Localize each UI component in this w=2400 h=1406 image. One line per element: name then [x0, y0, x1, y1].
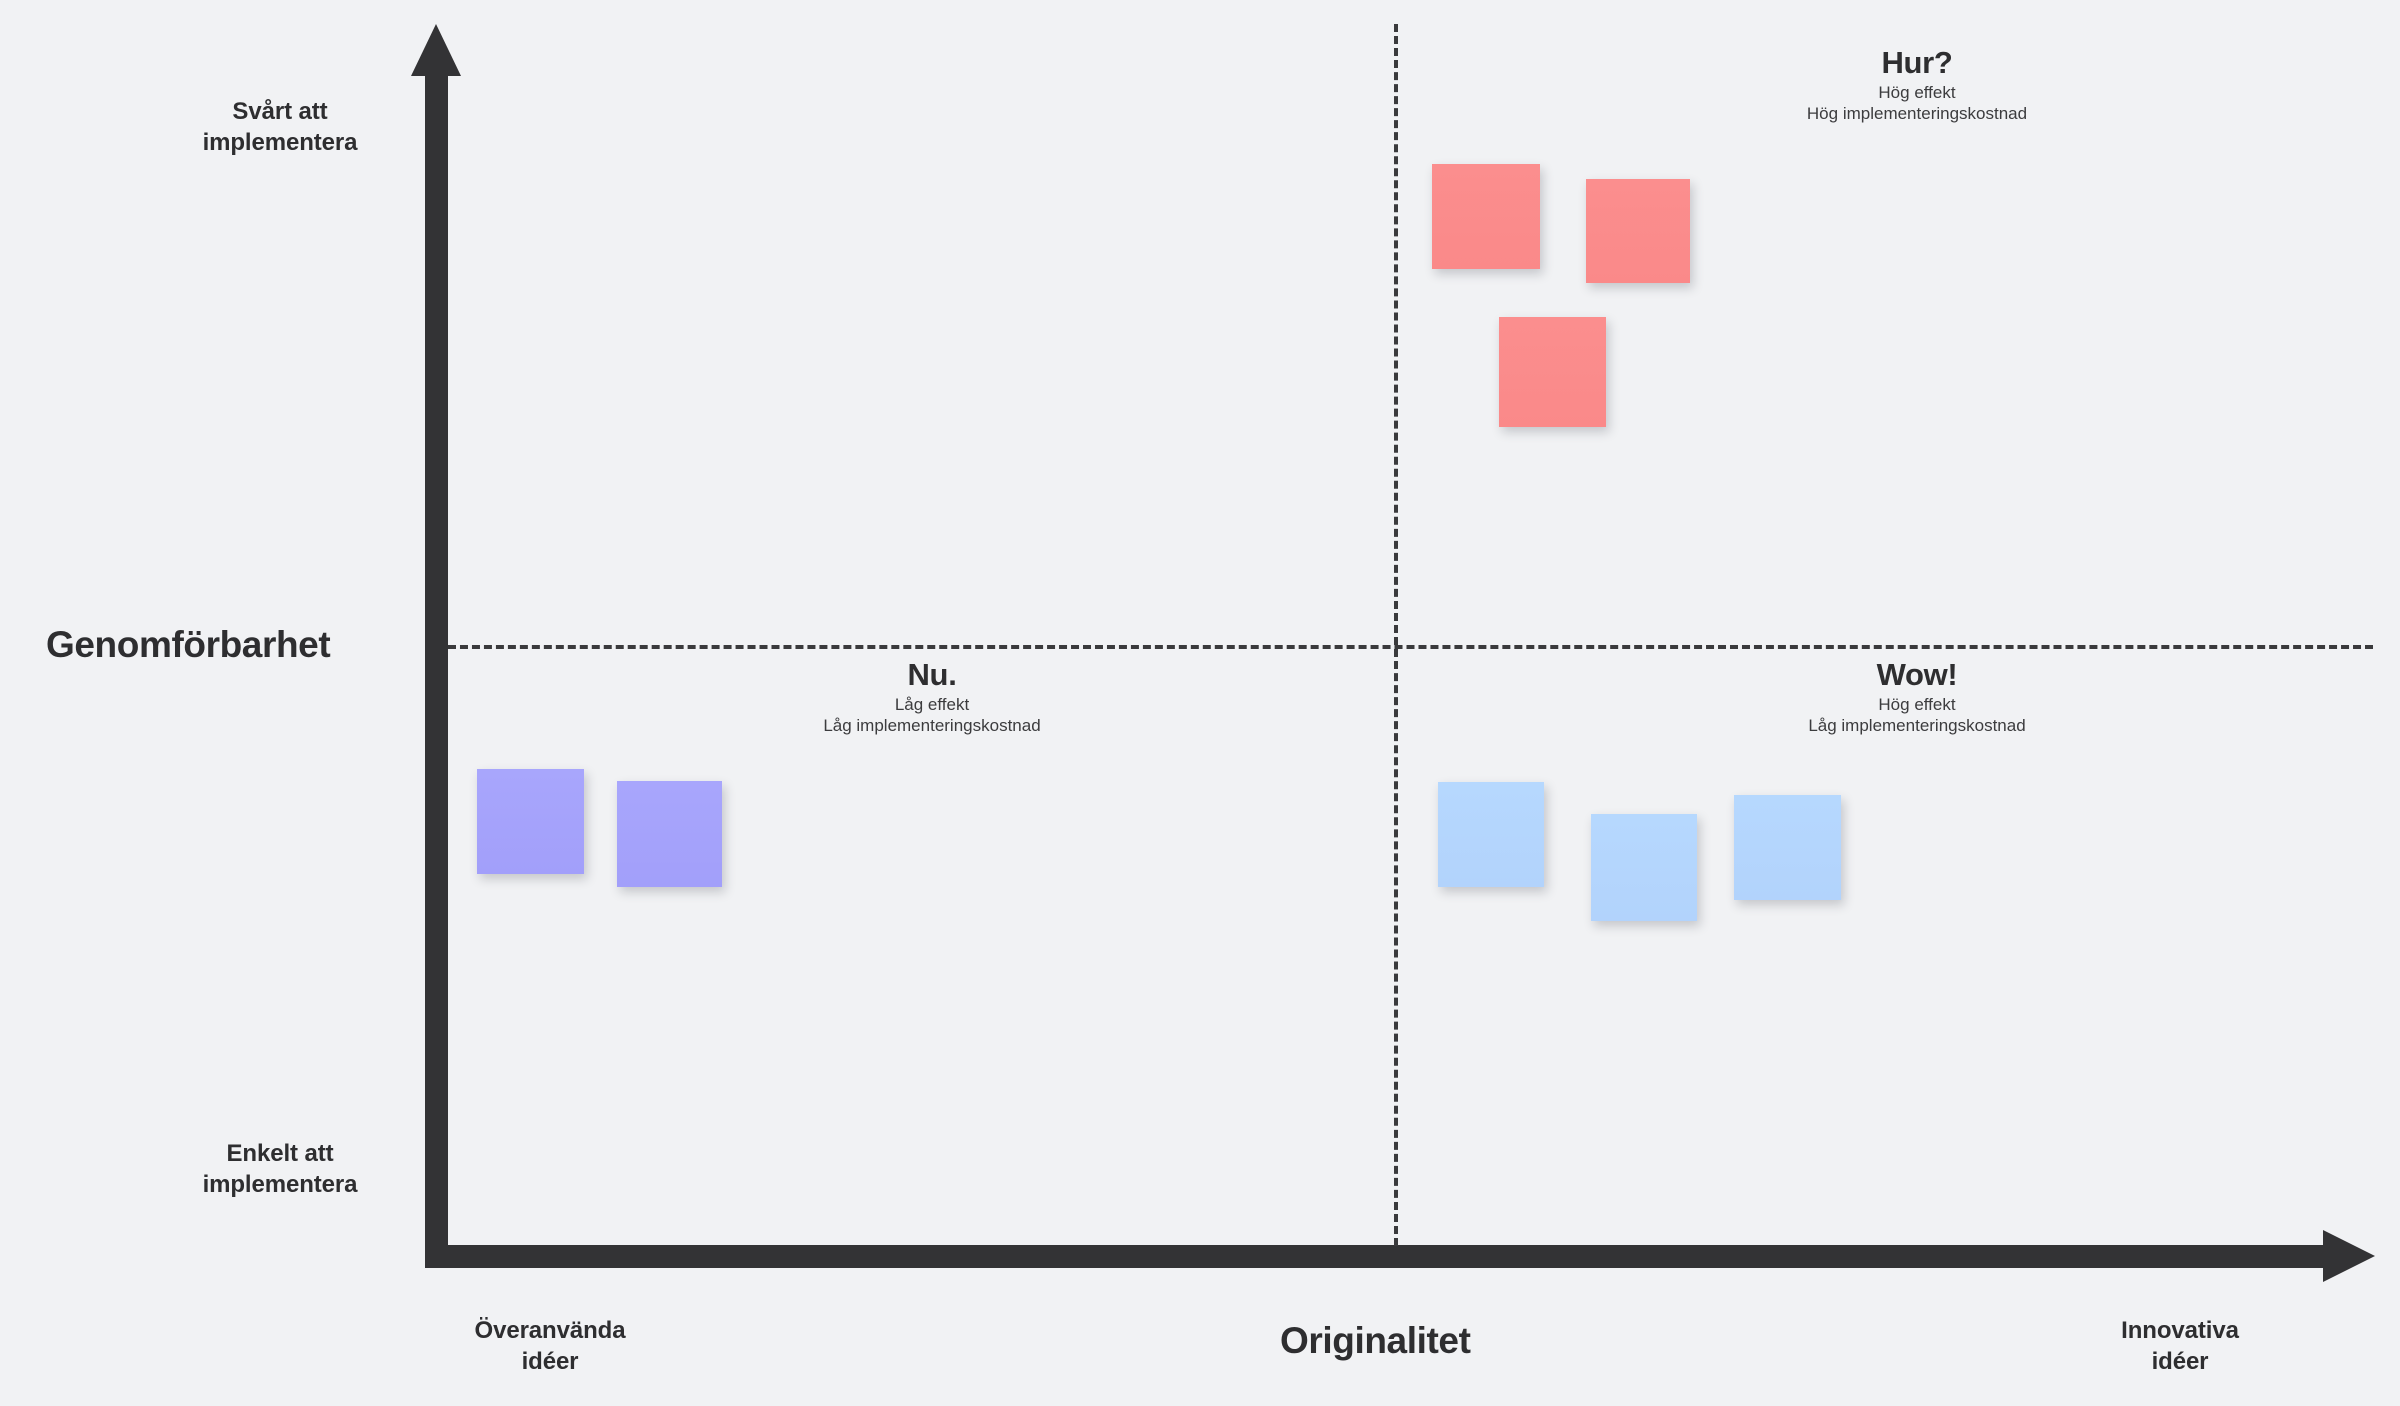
horizontal-quadrant-divider	[448, 645, 2373, 649]
sticky-note[interactable]	[1591, 814, 1697, 921]
sticky-note[interactable]	[1438, 782, 1544, 887]
x-axis-end-caption-line1: Innovativa	[2121, 1317, 2239, 1344]
x-axis-start-caption: Överanvända idéer	[430, 1315, 670, 1377]
quadrant-sub2-wow: Låg implementeringskostnad	[1808, 716, 2026, 735]
arrow-right-icon	[2323, 1230, 2375, 1282]
quadrant-title-nu: Nu.	[907, 657, 957, 692]
sticky-note[interactable]	[1586, 179, 1690, 283]
x-axis-start-caption-line1: Överanvända	[474, 1317, 626, 1344]
quadrant-sub2-nu: Låg implementeringskostnad	[823, 716, 1041, 735]
x-axis-title: Originalitet	[1280, 1320, 1471, 1361]
quadrant-sub2-hur: Hög implementeringskostnad	[1806, 104, 2028, 123]
y-axis-low-caption-line1: Enkelt att	[226, 1140, 334, 1167]
quadrant-title-wow: Wow!	[1876, 657, 1958, 692]
y-axis-title: Genomförbarhet	[46, 624, 331, 665]
arrow-up-icon	[411, 24, 461, 76]
y-axis-high-caption: Svårt att implementera	[140, 96, 420, 158]
quadrant-label-hur: Hur? Hög effekt Hög implementeringskostn…	[1687, 44, 2147, 124]
sticky-note[interactable]	[477, 769, 584, 874]
vertical-quadrant-divider	[1394, 24, 1398, 1246]
quadrant-label-wow: Wow! Hög effekt Låg implementeringskostn…	[1687, 656, 2147, 736]
x-axis-start-caption-line2: idéer	[521, 1348, 579, 1375]
quadrant-sub1-hur: Hög effekt	[1878, 83, 1956, 102]
y-axis-high-caption-line2: implementera	[202, 129, 358, 156]
sticky-note[interactable]	[1432, 164, 1540, 269]
quadrant-sub1-wow: Hög effekt	[1878, 695, 1956, 714]
x-axis-end-caption: Innovativa idéer	[2050, 1315, 2310, 1377]
y-axis-low-caption-line2: implementera	[202, 1171, 358, 1198]
y-axis-high-caption-line1: Svårt att	[232, 98, 328, 125]
x-axis-end-caption-line2: idéer	[2151, 1348, 2209, 1375]
sticky-note[interactable]	[1499, 317, 1606, 427]
y-axis-low-caption: Enkelt att implementera	[140, 1138, 420, 1200]
quadrant-label-nu: Nu. Låg effekt Låg implementeringskostna…	[702, 656, 1162, 736]
y-axis-line	[425, 72, 448, 1268]
sticky-note[interactable]	[617, 781, 722, 887]
quadrant-title-hur: Hur?	[1881, 45, 1953, 80]
sticky-note[interactable]	[1734, 795, 1841, 900]
quadrant-sub1-nu: Låg effekt	[894, 695, 970, 714]
x-axis-line	[425, 1245, 2325, 1268]
